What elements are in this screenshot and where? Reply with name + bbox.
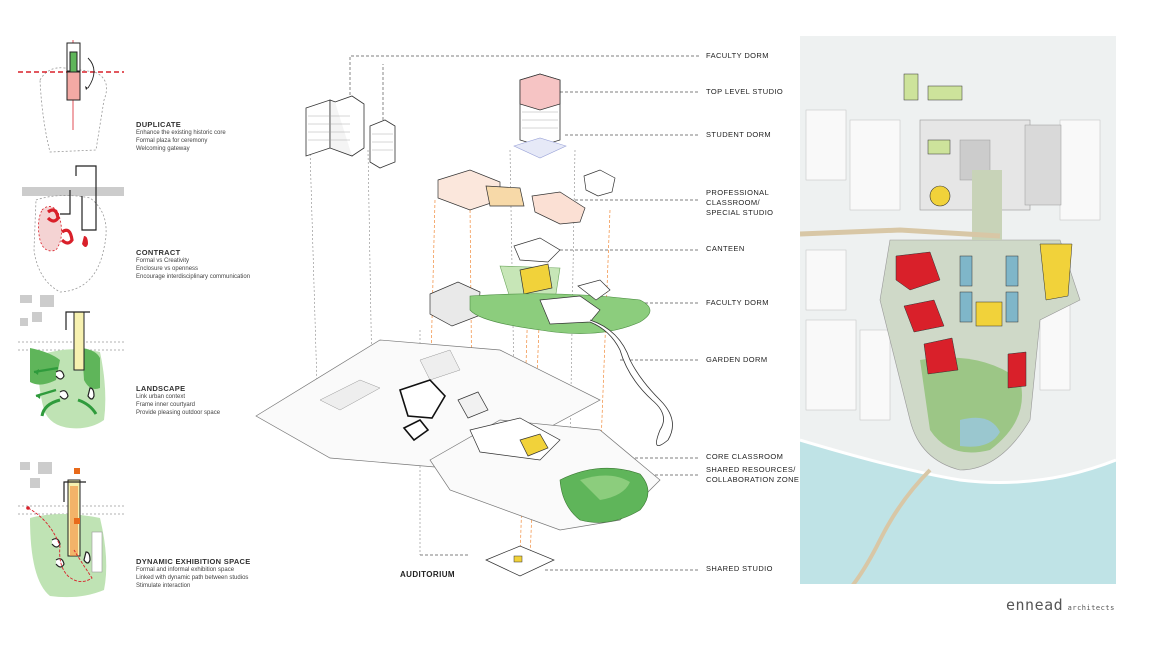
- faculty-dorm-towers: [305, 95, 396, 169]
- campus-buildings: [895, 243, 1073, 389]
- campus-grounds: [879, 239, 1081, 471]
- pedestrian-bridge: [851, 468, 932, 584]
- garden-dorm-path: [589, 319, 673, 447]
- city-blocks: [805, 109, 1101, 421]
- callout-faculty-dorm: FACULTY DORM: [706, 51, 769, 60]
- concept-duplicate: DUPLICATE Enhance the existing historic …: [136, 120, 296, 153]
- callout-faculty-dorm-mid: FACULTY DORM: [706, 298, 769, 307]
- callout-shared-resources: SHARED RESOURCES/ COLLABORATION ZONE: [706, 465, 799, 485]
- callout-line: SHARED RESOURCES/: [706, 465, 796, 474]
- river: [800, 440, 1116, 584]
- callout-garden-dorm: GARDEN DORM: [706, 355, 768, 364]
- concept-dynamic-exhibition: DYNAMIC EXHIBITION SPACE Formal and info…: [136, 557, 306, 590]
- orange-projections: [429, 199, 611, 561]
- callout-line: COLLABORATION ZONE: [706, 475, 800, 484]
- brand-logo: ennead architects: [1006, 596, 1115, 615]
- callout-line: PROFESSIONAL: [706, 188, 770, 197]
- duplicate-diagram: [18, 40, 124, 153]
- concept-line: Encourage interdisciplinary communicatio…: [136, 274, 251, 280]
- canteen-level: [499, 237, 561, 301]
- concept-line: Formal and informal exhibition space: [136, 567, 235, 573]
- concept-line: Link urban context: [136, 394, 186, 400]
- concept-line: Stimulate interaction: [136, 583, 191, 589]
- concept-title: DYNAMIC EXHIBITION SPACE: [136, 557, 251, 566]
- callout-core-classroom: CORE CLASSROOM: [706, 452, 784, 461]
- concept-line: Frame inner courtyard: [136, 402, 196, 408]
- site-base: [255, 339, 601, 471]
- landscape-diagram: [18, 295, 125, 429]
- callout-student-dorm: STUDENT DORM: [706, 130, 772, 139]
- concept-line: Enhance the existing historic core: [136, 130, 226, 136]
- contract-diagram: [22, 165, 124, 293]
- faculty-dorm-level: [429, 279, 651, 334]
- concept-title: CONTRACT: [136, 248, 181, 257]
- concept-line: Provide pleasing outdoor space: [136, 410, 221, 416]
- dynamic-exhibition-diagram: [18, 462, 125, 598]
- concept-line: Welcoming gateway: [136, 146, 190, 152]
- concept-line: Linked with dynamic path between studios: [136, 575, 249, 581]
- concept-diagrams: [18, 40, 125, 598]
- concept-landscape: LANDSCAPE Link urban context Frame inner…: [136, 384, 296, 417]
- concept-title: DUPLICATE: [136, 120, 182, 129]
- callout-shared-studio: SHARED STUDIO: [706, 564, 773, 573]
- projection-lines: [309, 149, 576, 555]
- callout-auditorium: AUDITORIUM: [400, 570, 455, 579]
- callout-professional-classroom: PROFESSIONAL CLASSROOM/ SPECIAL STUDIO: [706, 188, 773, 218]
- callout-top-level-studio: TOP LEVEL STUDIO: [706, 87, 784, 96]
- concept-title: LANDSCAPE: [136, 384, 186, 393]
- concept-line: Enclosure vs openness: [136, 266, 199, 272]
- shared-studio-block: [485, 545, 555, 577]
- student-dorm-tower: [513, 73, 567, 159]
- concept-line: Formal plaza for ceremony: [136, 138, 208, 144]
- callout-canteen: CANTEEN: [706, 244, 745, 253]
- brand-suffix: architects: [1067, 604, 1115, 612]
- concept-contract: CONTRACT Formal vs Creativity Enclosure …: [136, 248, 306, 281]
- core-classroom-plane: [429, 417, 661, 531]
- callout-line: SPECIAL STUDIO: [706, 208, 774, 217]
- professional-classroom-level: [437, 169, 616, 225]
- brand-name: ennead: [1006, 596, 1064, 614]
- concept-line: Formal vs Creativity: [136, 258, 190, 264]
- callout-line: CLASSROOM/: [706, 198, 761, 207]
- leader-lines: [349, 55, 700, 571]
